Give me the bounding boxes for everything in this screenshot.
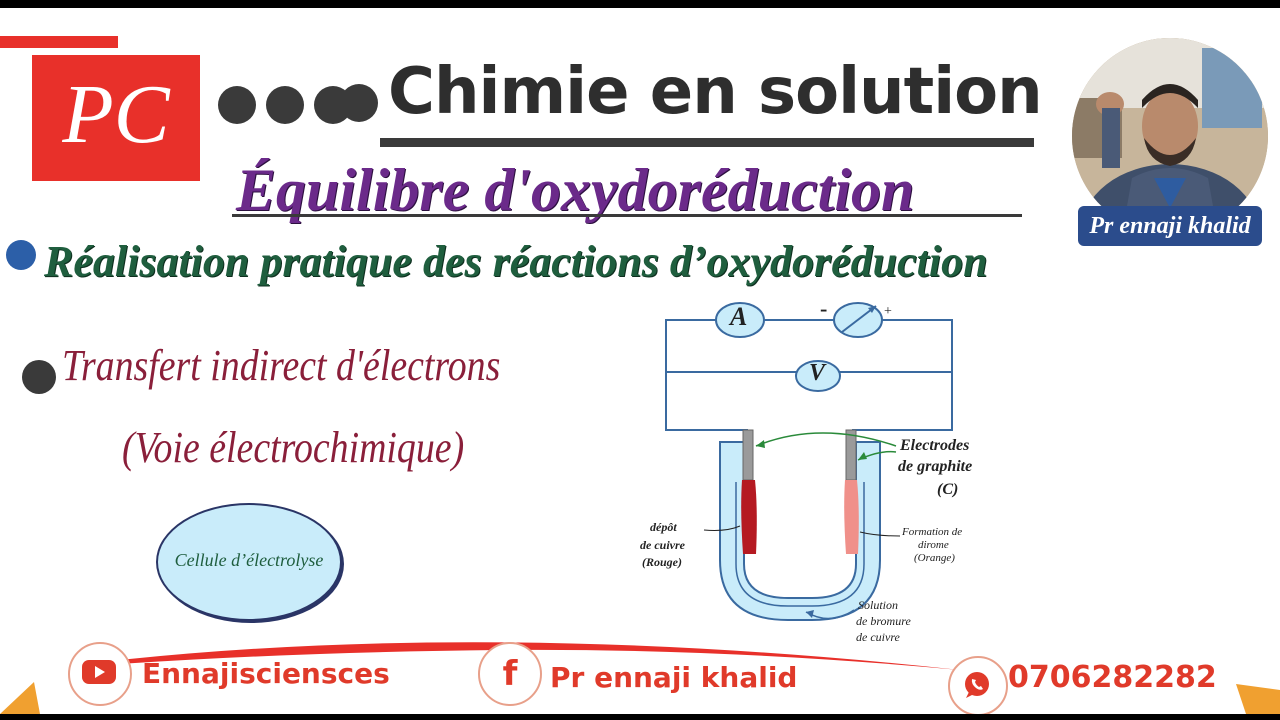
formation-label-2: dirome (918, 539, 949, 551)
cell-badge (156, 503, 342, 621)
deposit-label-2: de cuivre (640, 538, 685, 552)
top-border (0, 0, 1280, 8)
phone-number[interactable]: 0706282282 (1008, 660, 1217, 695)
presenter-photo (1072, 38, 1268, 234)
section-heading: Réalisation pratique des réactions d’oxy… (44, 237, 988, 286)
deposit-label-1: dépôt (650, 520, 677, 534)
minus-sign: - (820, 296, 828, 321)
ammeter-label: A (730, 302, 748, 331)
solution-label-2: de bromure (856, 614, 911, 628)
logo-accent-strip (0, 36, 118, 48)
voltmeter-icon (795, 360, 841, 392)
page-title: Chimie en solution (388, 55, 1043, 129)
electrodes-label-3: (C) (937, 481, 959, 498)
voltmeter-label: V (809, 360, 826, 386)
bullet-dot (266, 86, 304, 124)
facebook-icon: f (502, 654, 518, 694)
logo-box (32, 55, 200, 181)
solution-label-1: Solution (858, 598, 899, 612)
presenter-name: Pr ennaji khalid (1089, 213, 1251, 239)
whatsapp-icon (965, 672, 989, 698)
bromine-formation (844, 480, 859, 554)
facebook-button[interactable] (478, 642, 542, 706)
right-electrode (845, 429, 857, 481)
topic-bullet (22, 360, 56, 394)
topic-line-1: Transfert indirect d'électrons (62, 341, 501, 390)
electrodes-label-2: de graphite (898, 458, 973, 475)
solution-label-3: de cuivre (856, 630, 900, 644)
electrodes-label-1: Electrodes (900, 437, 970, 454)
bullet-dot (218, 86, 256, 124)
formation-label-1: Formation de (902, 526, 963, 538)
title-underline (380, 138, 1034, 147)
plus-sign: + (884, 304, 892, 319)
left-electrode (742, 429, 754, 481)
ammeter-icon (715, 302, 765, 338)
deposit-label-3: (Rouge) (642, 555, 682, 569)
subtitle-underline (232, 214, 1022, 217)
youtube-icon (82, 660, 116, 684)
facebook-page-link[interactable]: Pr ennaji khalid (550, 661, 798, 694)
u-tube (719, 441, 881, 621)
topic-line-2: (Voie électrochimique) (122, 423, 465, 472)
bullet-dot (340, 84, 378, 122)
electrolysis-diagram (665, 302, 953, 621)
logo-text: PC (62, 68, 170, 161)
youtube-channel-link[interactable]: Ennajisciensces (142, 657, 390, 690)
copper-deposit (741, 480, 757, 554)
bottom-border (0, 714, 1280, 720)
cell-badge-label: Cellule d’électrolyse (174, 550, 324, 570)
section-bullet (6, 240, 36, 270)
presenter-name-badge (1078, 206, 1262, 246)
page-subtitle: Équilibre d'oxydoréduction (236, 157, 915, 223)
footer-swoosh (0, 642, 1280, 714)
formation-label-3: (Orange) (914, 552, 955, 564)
